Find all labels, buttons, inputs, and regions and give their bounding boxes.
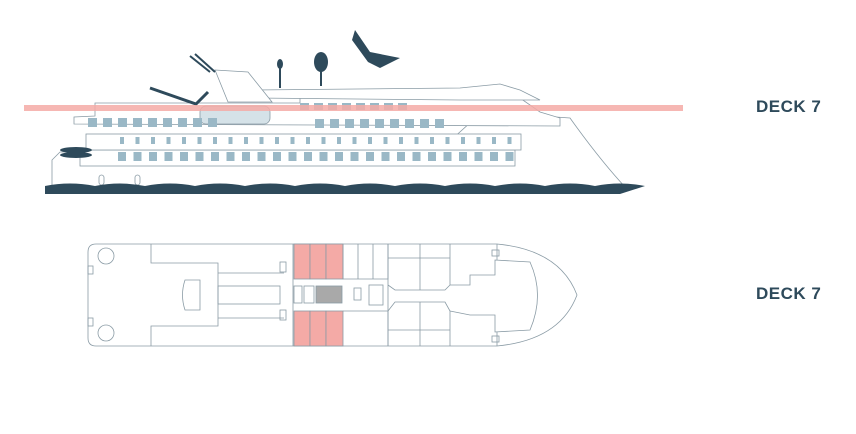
window <box>405 119 414 128</box>
window <box>163 118 172 127</box>
window <box>492 137 496 144</box>
window <box>321 137 326 144</box>
window <box>193 118 202 127</box>
cabin-highlighted <box>309 243 327 280</box>
window <box>228 137 233 144</box>
window <box>350 152 359 161</box>
window <box>399 137 403 144</box>
cabin-highlighted <box>293 243 311 280</box>
window <box>474 152 483 161</box>
window <box>390 119 399 128</box>
window <box>443 152 452 161</box>
window <box>288 152 297 161</box>
window <box>505 152 514 161</box>
side-view-deck-label: DECK 7 <box>756 97 822 116</box>
window <box>182 137 186 144</box>
window <box>360 119 369 128</box>
window <box>242 152 250 161</box>
window <box>428 152 436 161</box>
window <box>337 137 341 144</box>
waterline-waves <box>45 183 645 194</box>
funnel <box>214 69 273 103</box>
cabin-highlighted <box>325 243 344 280</box>
deck-7-highlight-line <box>24 105 683 111</box>
window <box>490 152 498 161</box>
window <box>461 137 465 144</box>
window <box>420 119 429 128</box>
window <box>211 152 219 161</box>
zodiac <box>60 147 92 153</box>
deck-8 <box>254 83 541 101</box>
window <box>164 152 173 161</box>
window <box>345 119 354 128</box>
window <box>88 118 97 127</box>
stairwell-block <box>315 285 343 304</box>
window <box>148 118 157 127</box>
window <box>412 152 421 161</box>
window <box>315 119 324 128</box>
radome <box>314 52 328 72</box>
cabin-highlighted <box>293 310 311 347</box>
window <box>290 137 295 144</box>
window <box>306 137 310 144</box>
radome-small <box>277 59 283 69</box>
window <box>275 137 279 144</box>
window <box>118 152 126 161</box>
window <box>103 118 112 127</box>
window <box>259 137 264 144</box>
window <box>381 152 390 161</box>
window <box>430 137 434 144</box>
window <box>476 137 481 144</box>
window <box>459 152 467 161</box>
window <box>445 137 450 144</box>
ship-side-view <box>45 30 645 194</box>
window <box>226 152 235 161</box>
window <box>135 137 140 144</box>
cabin-highlighted <box>309 310 327 347</box>
deck-7-plan <box>87 243 578 347</box>
window <box>507 137 512 144</box>
window <box>330 119 339 128</box>
window <box>397 152 405 161</box>
window <box>368 137 372 144</box>
window <box>166 137 171 144</box>
radar-mast <box>352 30 400 68</box>
window <box>195 152 204 161</box>
window <box>257 152 266 161</box>
highlighted-cabins <box>293 243 344 347</box>
deck-6 <box>85 133 522 151</box>
window <box>133 152 142 161</box>
window <box>435 119 444 128</box>
plan-view-deck-label: DECK 7 <box>756 284 822 303</box>
window <box>178 118 187 127</box>
window <box>180 152 188 161</box>
window <box>304 152 312 161</box>
window <box>120 137 124 144</box>
window <box>335 152 343 161</box>
window <box>197 137 202 144</box>
window <box>273 152 281 161</box>
crane <box>149 86 210 106</box>
window <box>319 152 328 161</box>
window <box>366 152 374 161</box>
window <box>352 137 357 144</box>
window <box>151 137 155 144</box>
window <box>149 152 157 161</box>
window <box>383 137 388 144</box>
window <box>414 137 419 144</box>
cabin-highlighted <box>325 310 344 347</box>
window <box>208 118 217 127</box>
window <box>118 118 127 127</box>
window <box>244 137 248 144</box>
window <box>133 118 142 127</box>
window <box>375 119 384 128</box>
window <box>213 137 217 144</box>
